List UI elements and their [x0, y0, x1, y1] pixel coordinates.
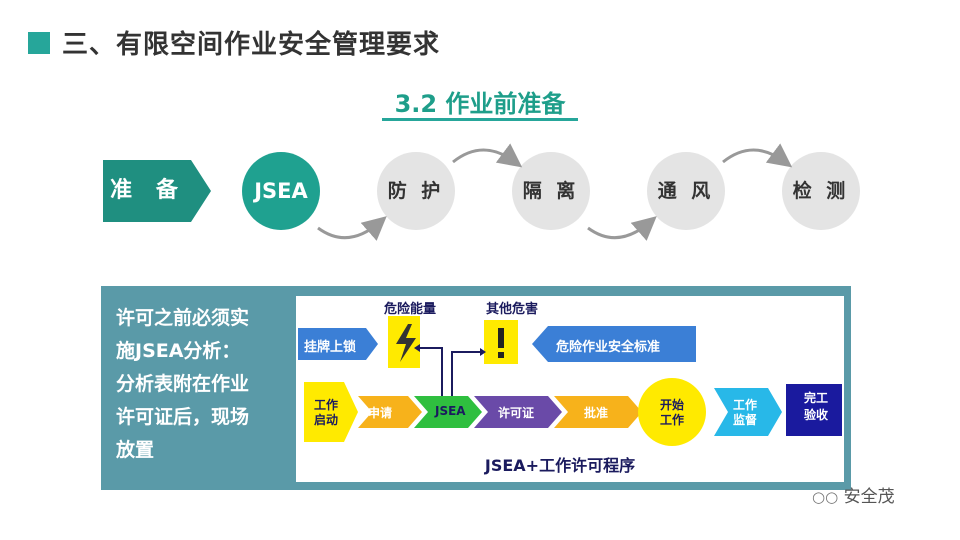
- wechat-icon: ○○: [812, 488, 839, 506]
- flow-jsea: JSEA: [435, 404, 466, 418]
- jsea-flow-graphic: [298, 316, 842, 446]
- step-ventilation: 通 风: [647, 152, 725, 230]
- step-jsea: JSEA: [242, 152, 320, 230]
- panel-line: 许可之前必须实: [116, 307, 250, 329]
- watermark-text: 安全茂: [843, 487, 895, 507]
- step-detection: 检 测: [782, 152, 860, 230]
- flow-approve: 批准: [584, 406, 609, 420]
- other-hazard-label: 其他危害: [486, 302, 539, 317]
- step-isolation: 隔 离: [512, 152, 590, 230]
- hazard-energy-label: 危险能量: [384, 302, 437, 317]
- flow-start: 工作 启动: [313, 398, 338, 427]
- prep-arrow: 准 备: [103, 160, 213, 222]
- prep-label: 准 备: [110, 178, 186, 203]
- section-title: 三、有限空间作业安全管理要求: [62, 30, 441, 60]
- flow-supervise: 工作 监督: [732, 398, 757, 427]
- sub-title-underline: [382, 118, 578, 121]
- flow-apply: 申请: [368, 406, 393, 420]
- panel-line: 施JSEA分析：: [116, 340, 241, 362]
- step-protection: 防 护: [377, 152, 455, 230]
- flow-permit: 许可证: [498, 406, 535, 420]
- safety-standard-label: 危险作业安全标准: [556, 340, 661, 355]
- watermark: ○○ 安全茂: [812, 482, 895, 507]
- section-marker: [28, 32, 50, 54]
- panel-line: 许可证后，现场: [116, 406, 250, 428]
- panel-text: 许可之前必须实 施JSEA分析： 分析表附在作业 许可证后，现场 放置: [116, 302, 281, 467]
- flow-caption: JSEA+工作许可程序: [484, 456, 636, 475]
- sub-title: 3.2 作业前准备: [394, 90, 566, 118]
- flow-complete: 完工 验收: [803, 391, 828, 422]
- lockout-label: 挂牌上锁: [304, 340, 357, 355]
- step-connectors: [317, 143, 793, 241]
- panel-line: 分析表附在作业: [116, 373, 250, 395]
- flow-start-work: 开始 工作: [659, 398, 684, 427]
- panel-line: 放置: [116, 439, 155, 461]
